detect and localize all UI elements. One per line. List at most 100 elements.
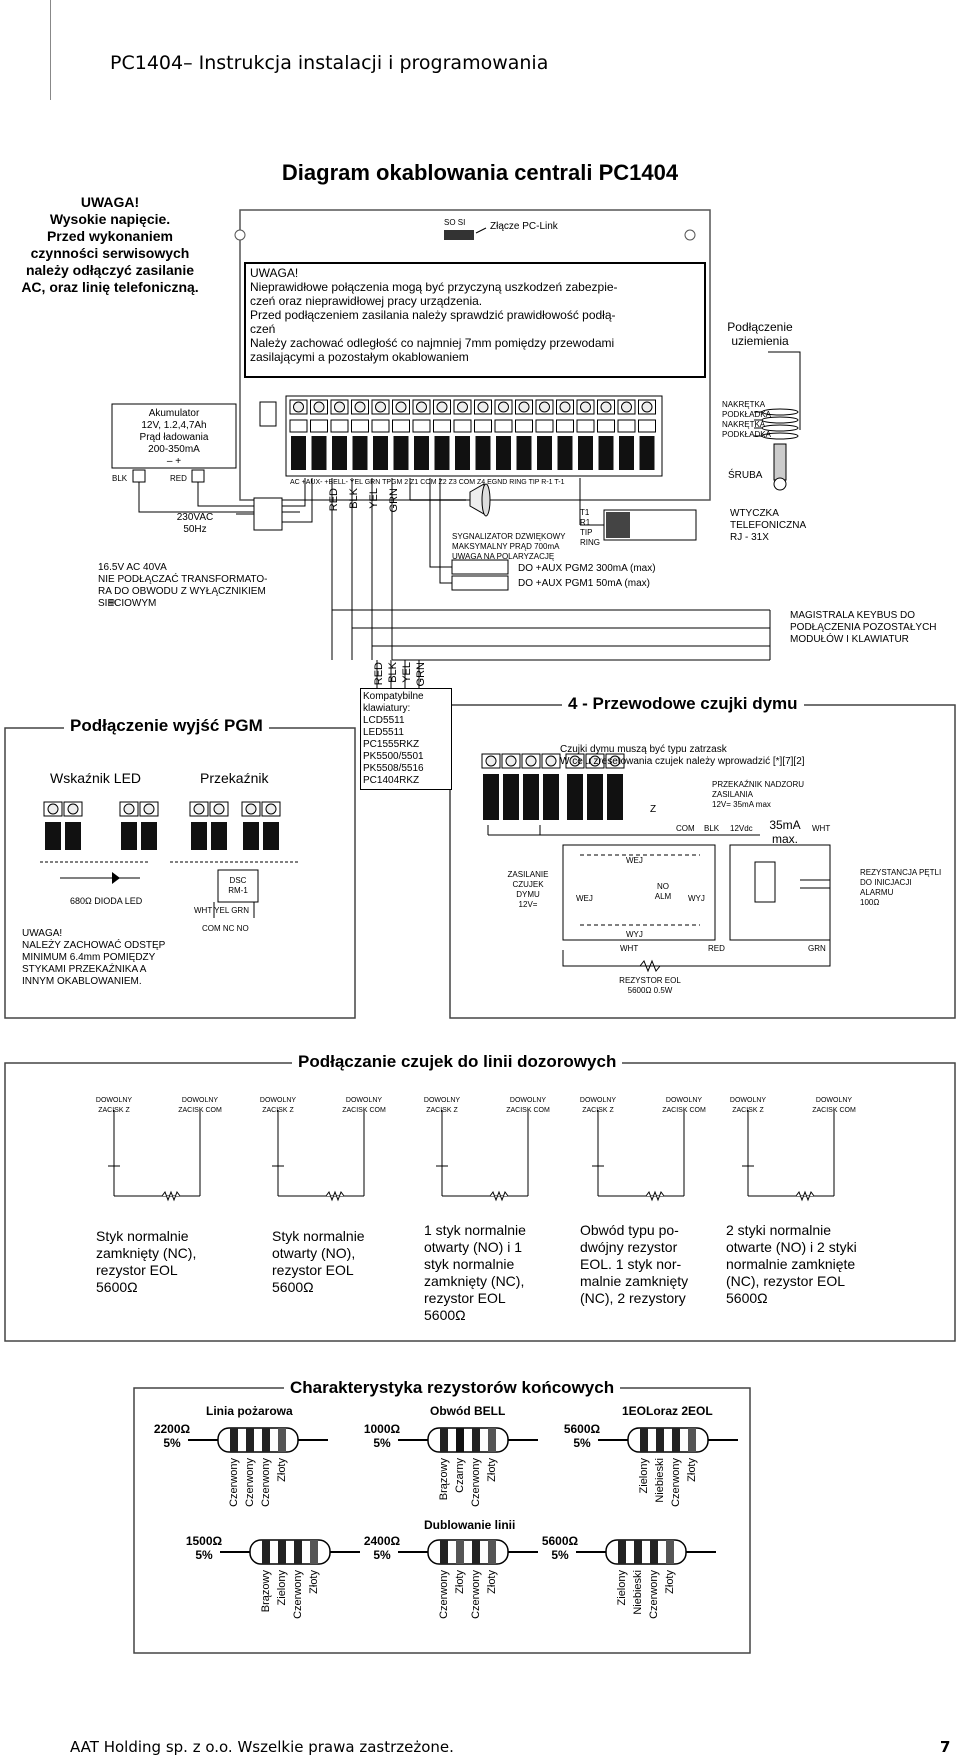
pgm1-note: DO +AUX PGM1 50mA (max) <box>518 578 650 589</box>
resistor-band-label-0-2: Czerwony <box>260 1458 272 1507</box>
resistor-band-label-4-0: Czerwony <box>438 1570 450 1619</box>
group-bell: Obwód BELL <box>430 1404 506 1418</box>
smoke-wej-left: WEJ <box>576 894 593 903</box>
pclink-label: Złącze PC-Link <box>490 221 558 232</box>
resistor-band-4-2 <box>472 1540 480 1564</box>
resistor-band-1-1 <box>456 1428 464 1452</box>
zone-eol-resistor-4 <box>795 1190 815 1202</box>
resistor-band-0-0 <box>230 1428 238 1452</box>
terminal-4 <box>373 436 388 470</box>
smoke-eol-resistor: REZYSTOR EOL 5600Ω 0.5W <box>619 976 681 995</box>
resistor-band-label-1-0: Brązowy <box>438 1458 450 1501</box>
smoke-no-alm: NO ALM <box>654 882 672 901</box>
resistor-band-0-3 <box>278 1428 286 1452</box>
zone-eol-resistor-3 <box>645 1190 665 1202</box>
resistor-band-4-0 <box>440 1540 448 1564</box>
supervision-relay-label: PRZEKAŹNIK NADZORU ZASILANIA 12V= 35mA m… <box>712 780 805 809</box>
phone-terminal-labels: T1 R1 TIP RING <box>580 508 600 547</box>
terminal-14 <box>578 436 593 470</box>
terminal-9 <box>475 436 491 470</box>
smoke-z-label: Z <box>650 804 657 815</box>
group-fire-line: Linia pożarowa <box>206 1404 293 1418</box>
smoke-power-label: ZASILANIE CZUJEK DYMU 12V= <box>507 870 549 909</box>
resistor-band-5-0 <box>618 1540 626 1564</box>
zone-eol-resistor-2 <box>489 1190 509 1202</box>
resistor-band-label-0-0: Czerwony <box>228 1458 240 1507</box>
terminal-11 <box>516 436 532 470</box>
terminal-13 <box>557 436 573 470</box>
keybus-label: MAGISTRALA KEYBUS DO PODŁĄCZENIA POZOSTA… <box>790 610 937 645</box>
resistor-band-4-1 <box>456 1540 464 1564</box>
resistor-band-2-1 <box>656 1428 664 1452</box>
smoke-wht-bottom: WHT <box>620 944 639 953</box>
smoke-wyj-right: WYJ <box>688 894 705 903</box>
smoke-com-label: COM <box>676 824 695 833</box>
resistor-band-2-3 <box>688 1428 696 1452</box>
keypad-list: Kompatybilne klawiatury: LCD5511 LED5511… <box>360 688 452 790</box>
resistor-band-label-0-3: Złoty <box>276 1458 288 1482</box>
siren-note: SYGNALIZATOR DZWIĘKOWY MAKSYMALNY PRĄD 7… <box>452 532 566 561</box>
pgm2-note: DO +AUX PGM2 300mA (max) <box>518 563 656 574</box>
terminal-17 <box>639 436 655 470</box>
resistor-band-1-2 <box>472 1428 480 1452</box>
battery-red-label: RED <box>170 474 187 483</box>
led-indicator-label: Wskaźnik LED <box>50 770 142 786</box>
terminal-1 <box>311 436 327 470</box>
relay-module-label: DSC RM-1 <box>228 876 248 895</box>
relay-label: Przekaźnik <box>200 770 269 786</box>
smoke-loop-resistance: REZYSTANCJA PĘTLI DO INICJACJI ALARMU 10… <box>860 868 942 907</box>
terminal-16 <box>619 436 634 470</box>
resistor-band-label-4-1: Złoty <box>454 1570 466 1594</box>
resistor-band-label-1-2: Czerwony <box>470 1458 482 1507</box>
zone-eol-resistor-1 <box>325 1190 345 1202</box>
resistor-band-label-4-3: Złoty <box>486 1570 498 1594</box>
resistor-band-3-2 <box>294 1540 302 1564</box>
ground-hardware-labels: NAKRĘTKA PODKŁADKA NAKRĘTKA PODKŁADKA <box>722 400 771 439</box>
pclink-pins: SO SI <box>444 218 466 227</box>
resistor-band-label-2-2: Czerwony <box>670 1458 682 1507</box>
phone-plug-label: WTYCZKA TELEFONICZNA RJ - 31X <box>730 508 807 543</box>
resistor-band-2-0 <box>640 1428 648 1452</box>
resistor-band-label-3-1: Zielony <box>276 1570 288 1606</box>
resistor-band-1-3 <box>488 1428 496 1452</box>
footer-text: AAT Holding sp. z o.o. Wszelkie prawa za… <box>70 1738 454 1756</box>
terminal-0 <box>291 436 306 470</box>
relay-wires: WHT YEL GRN <box>194 906 249 915</box>
resistor-band-label-5-2: Czerwony <box>648 1570 660 1619</box>
main-diagram-title: Diagram okablowania centrali PC1404 <box>281 160 679 185</box>
smoke-blk-label: BLK <box>704 824 720 833</box>
page-header-title: PC1404– Instrukcja instalacji i programo… <box>110 52 549 74</box>
terminal-5 <box>393 436 409 470</box>
resistor-band-4-3 <box>488 1540 496 1564</box>
battery-blk-label: BLK <box>112 474 128 483</box>
screw-label: ŚRUBA <box>728 470 763 481</box>
resistor-band-3-0 <box>262 1540 270 1564</box>
resistor-band-5-1 <box>634 1540 642 1564</box>
resistor-band-1-0 <box>440 1428 448 1452</box>
resistor-band-label-3-2: Czerwony <box>292 1570 304 1619</box>
resistor-band-label-2-1: Niebieski <box>654 1458 666 1503</box>
resistor-band-0-2 <box>262 1428 270 1452</box>
terminal-8 <box>455 436 470 470</box>
terminal-7 <box>434 436 450 470</box>
pgm-warning: UWAGA! NALEŻY ZACHOWAĆ ODSTĘP MINIMUM 6.… <box>22 928 166 987</box>
resistor-band-label-3-0: Brązowy <box>260 1570 272 1613</box>
resistor-band-5-2 <box>650 1540 658 1564</box>
resistor-band-label-5-0: Zielony <box>616 1570 628 1606</box>
resistor-band-label-1-3: Złoty <box>486 1458 498 1482</box>
resistor-band-label-4-2: Czerwony <box>470 1570 482 1619</box>
resistor-band-5-3 <box>666 1540 674 1564</box>
page-number: 7 <box>940 1738 951 1756</box>
